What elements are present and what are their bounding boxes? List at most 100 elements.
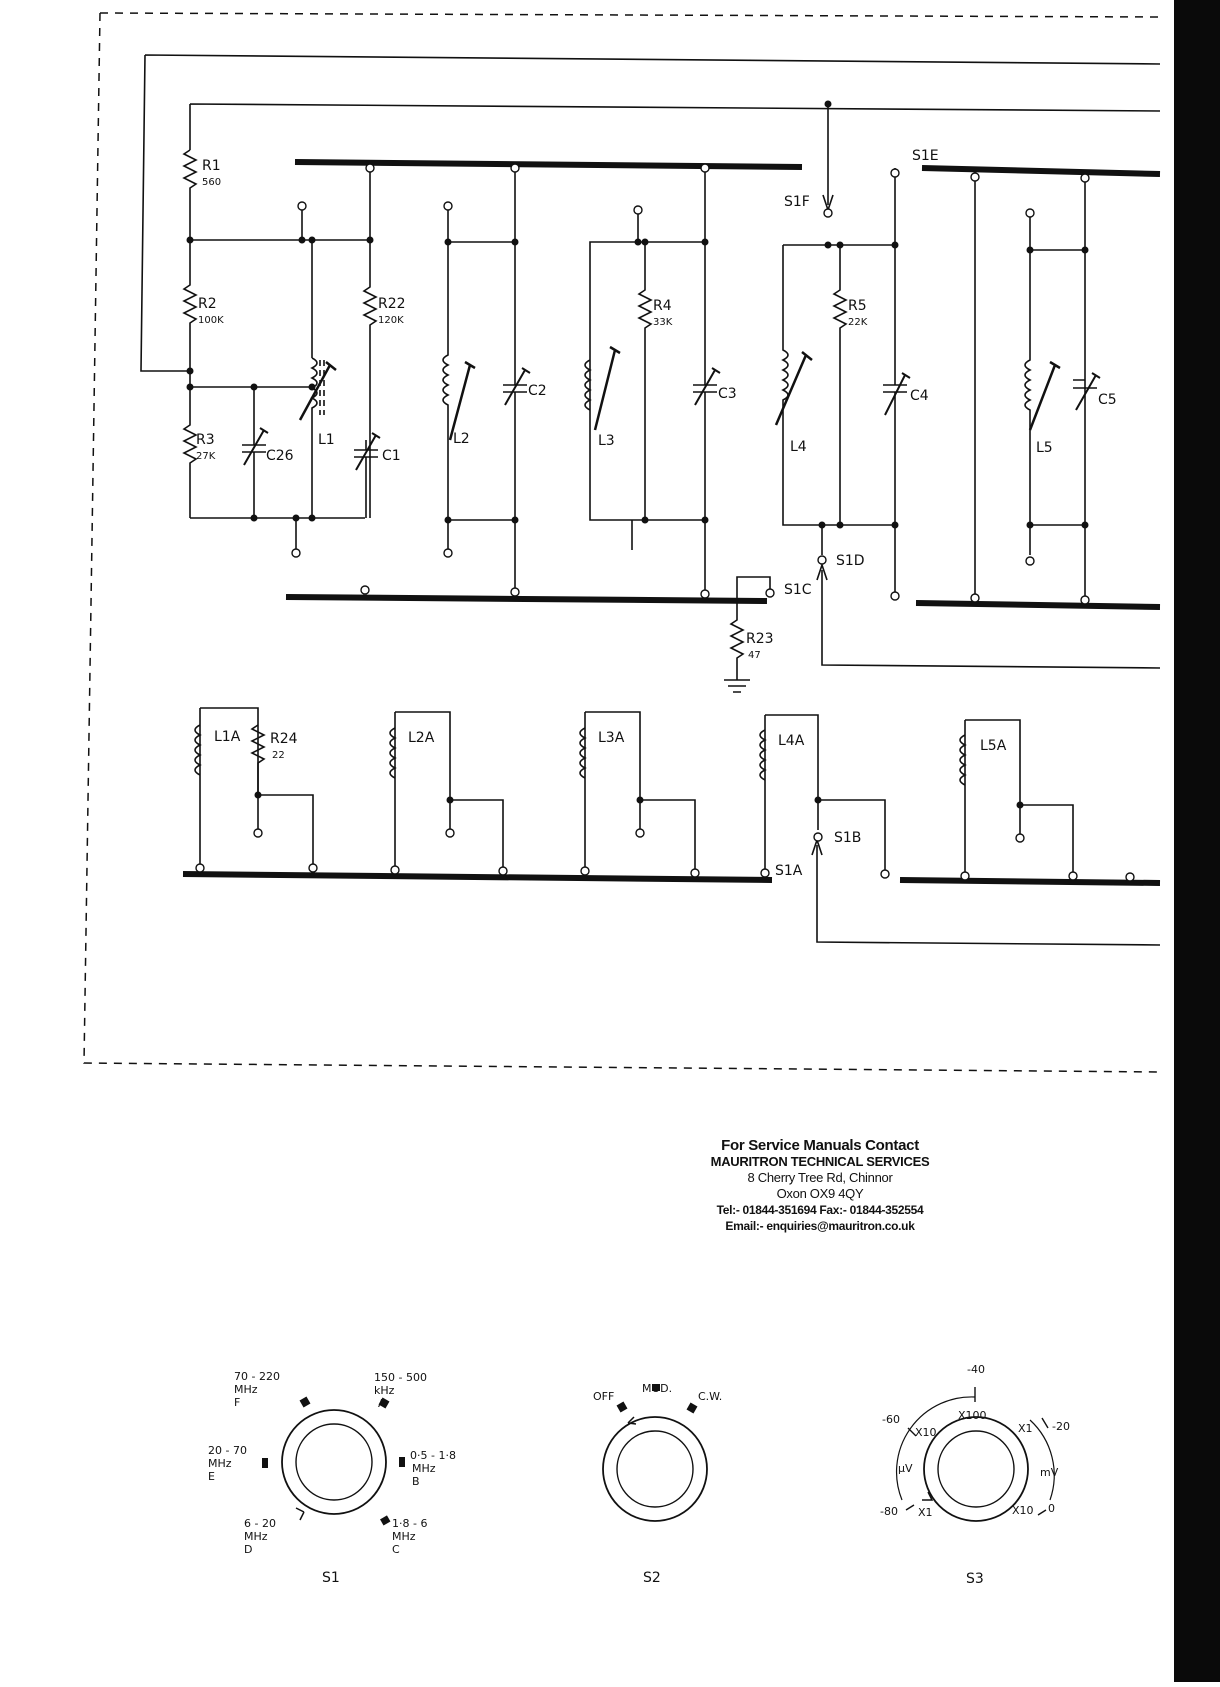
resistor-r22 xyxy=(362,240,378,518)
value-r4: 33K xyxy=(653,317,673,328)
s2-off: OFF xyxy=(593,1390,614,1403)
s1-d-unit: MHz xyxy=(244,1530,268,1543)
s3-mult-x1-upper: X1 xyxy=(1018,1422,1033,1435)
scan-edge-strip xyxy=(1174,0,1220,1682)
label-s1c: S1C xyxy=(784,582,812,598)
knob-s1: 70 - 220 MHz F 150 - 500 kHz A 20 - 70 M… xyxy=(208,1370,456,1586)
label-l5a: L5A xyxy=(980,738,1007,754)
resistor-r1 xyxy=(182,149,198,240)
s3-mult-x1-lower: X1 xyxy=(918,1506,933,1519)
s1-c-letter: C xyxy=(392,1543,400,1556)
capacitor-c26 xyxy=(242,387,266,518)
s3-mult-x10-left: X10 xyxy=(915,1426,937,1439)
contact-line-1: For Service Manuals Contact xyxy=(721,1137,919,1154)
label-r24: R24 xyxy=(270,731,298,747)
s1-e-unit: MHz xyxy=(208,1457,232,1470)
s3-name: S3 xyxy=(966,1571,984,1587)
value-r23: 47 xyxy=(748,650,761,661)
contact-line-2: MAURITRON TECHNICAL SERVICES xyxy=(710,1154,930,1169)
capacitor-c3 xyxy=(693,242,717,595)
resistor-r5 xyxy=(832,245,848,525)
label-l3: L3 xyxy=(598,433,615,449)
label-s1a: S1A xyxy=(775,863,803,879)
label-l4: L4 xyxy=(790,439,807,455)
contact-line-3: 8 Cherry Tree Rd, Chinnor xyxy=(747,1170,893,1185)
s1-e-range: 20 - 70 xyxy=(208,1444,247,1457)
label-c26: C26 xyxy=(266,448,294,464)
s1-b-letter: B xyxy=(412,1475,420,1488)
s2-mod: MOD. xyxy=(642,1382,672,1395)
knob-s3: -40 -20 -60 -80 0 X100 X1 X10 X1 X10 µV … xyxy=(880,1363,1070,1587)
label-s1b: S1B xyxy=(834,830,861,846)
s3-unit-mv: mV xyxy=(1040,1466,1059,1479)
label-r3: R3 xyxy=(196,432,215,448)
resistor-r4 xyxy=(637,242,653,520)
label-l2a: L2A xyxy=(408,730,435,746)
label-c5: C5 xyxy=(1098,392,1117,408)
contact-line-6: Email:- enquiries@mauritron.co.uk xyxy=(725,1219,915,1233)
s1-d-letter: D xyxy=(244,1543,252,1556)
value-r5: 22K xyxy=(848,317,868,328)
screening-boundary xyxy=(83,12,1161,1073)
label-r2: R2 xyxy=(198,296,217,312)
s1-f-range: 70 - 220 xyxy=(234,1370,280,1383)
label-c4: C4 xyxy=(910,388,929,404)
label-l2: L2 xyxy=(453,431,470,447)
label-r5: R5 xyxy=(848,298,867,314)
label-c2: C2 xyxy=(528,383,547,399)
resistor-r3 xyxy=(182,387,198,518)
contact-line-4: Oxon OX9 4QY xyxy=(776,1186,864,1201)
label-l1: L1 xyxy=(318,432,335,448)
s1-d-range: 6 - 20 xyxy=(244,1517,276,1530)
s3-db-0: 0 xyxy=(1048,1502,1055,1515)
label-c3: C3 xyxy=(718,386,737,402)
capacitor-c4 xyxy=(883,245,907,595)
s1-a-range: 150 - 500 xyxy=(374,1371,427,1384)
s3-mult-x10-right: X10 xyxy=(1012,1504,1034,1517)
s3-unit-uv: µV xyxy=(898,1462,913,1475)
capacitor-c5 xyxy=(1073,379,1097,389)
knob-s2: OFF MOD. C.W. S2 xyxy=(593,1382,722,1586)
value-r22: 120K xyxy=(378,315,404,326)
s3-db-20: -20 xyxy=(1052,1420,1070,1433)
label-l5: L5 xyxy=(1036,440,1053,456)
s1-name: S1 xyxy=(322,1570,340,1586)
value-r1: 560 xyxy=(202,177,221,188)
s1-b-range: 0·5 - 1·8 xyxy=(410,1449,456,1462)
value-r2: 100K xyxy=(198,315,224,326)
resistor-r23 xyxy=(724,600,750,693)
contact-line-5: Tel:- 01844-351694 Fax:- 01844-352554 xyxy=(716,1203,924,1217)
s1-e-letter: E xyxy=(208,1470,215,1483)
s1-c-range: 1·8 - 6 xyxy=(392,1517,427,1530)
label-r4: R4 xyxy=(653,298,672,314)
resistor-r24 xyxy=(250,724,314,865)
s3-mult-x100: X100 xyxy=(958,1409,987,1422)
resistor-r2 xyxy=(182,240,198,387)
s1-a-letter: A xyxy=(378,1397,386,1410)
label-s1d: S1D xyxy=(836,553,865,569)
s3-db-60: -60 xyxy=(882,1413,900,1426)
label-c1: C1 xyxy=(382,448,401,464)
s3-db-80: -80 xyxy=(880,1505,898,1518)
label-l3a: L3A xyxy=(598,730,625,746)
s2-cw: C.W. xyxy=(698,1390,722,1403)
label-s1f: S1F xyxy=(784,194,810,210)
label-l1a: L1A xyxy=(214,729,241,745)
value-r3: 27K xyxy=(196,451,216,462)
label-l4a: L4A xyxy=(778,733,805,749)
label-s1e: S1E xyxy=(912,148,939,164)
label-r1: R1 xyxy=(202,158,221,174)
s1-b-unit: MHz xyxy=(412,1462,436,1475)
value-r24: 22 xyxy=(272,750,285,761)
s1-f-unit: MHz xyxy=(234,1383,258,1396)
s1-a-unit: kHz xyxy=(374,1384,395,1397)
service-contact-block: For Service Manuals Contact MAURITRON TE… xyxy=(650,1138,990,1234)
capacitor-c2 xyxy=(503,242,527,595)
capacitor-c1 xyxy=(354,440,378,518)
s2-name: S2 xyxy=(643,1570,661,1586)
s3-db-40: -40 xyxy=(967,1363,985,1376)
label-r22: R22 xyxy=(378,296,406,312)
s1-f-letter: F xyxy=(234,1396,240,1409)
